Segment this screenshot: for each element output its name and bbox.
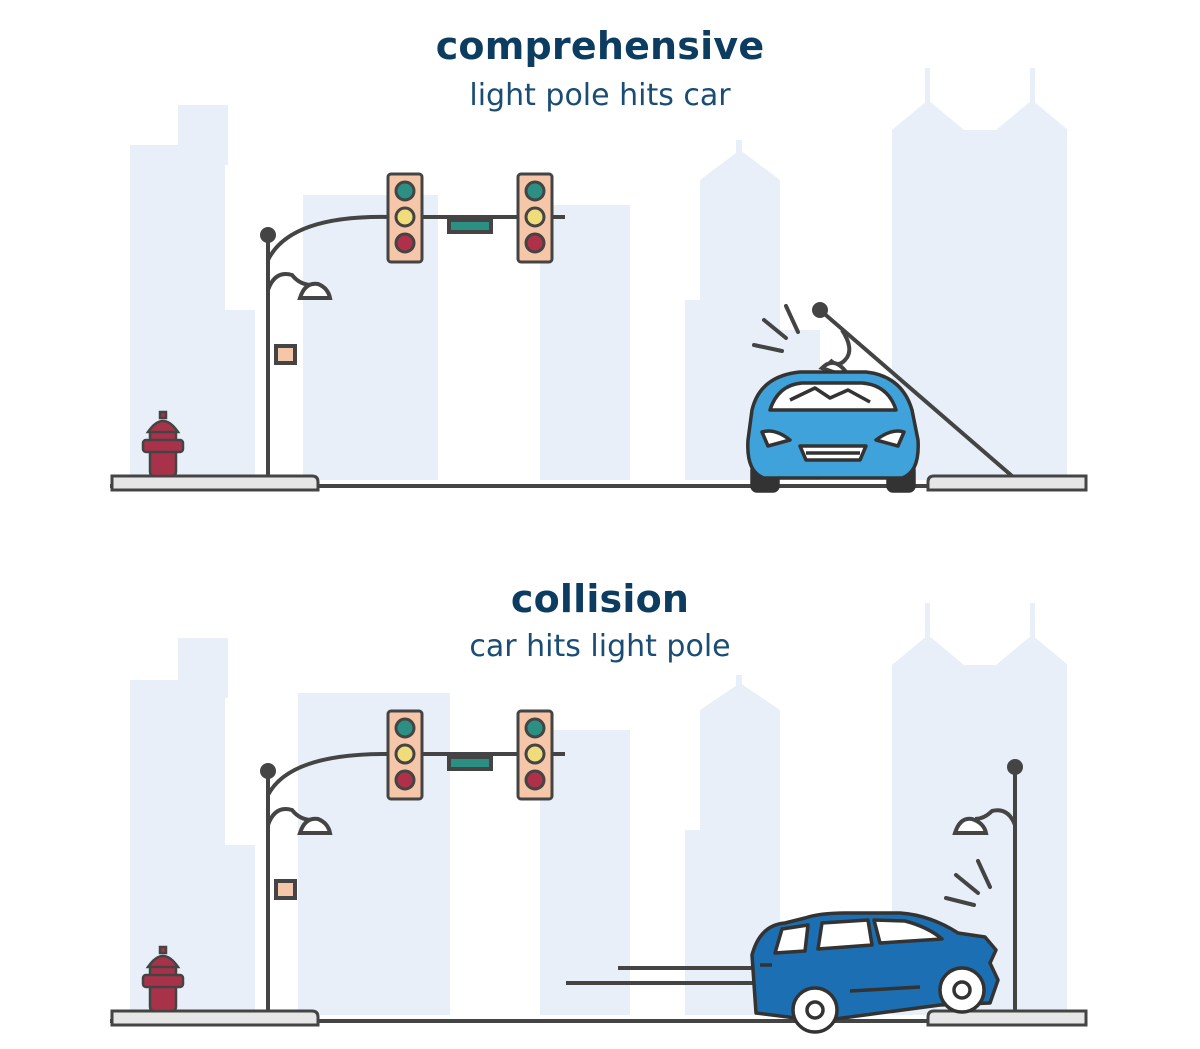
fire-hydrant-icon <box>141 410 185 478</box>
scenario-title: collision <box>510 577 690 621</box>
scenario-comprehensive: comprehensive light pole hits car <box>110 24 1088 493</box>
scenario-subtitle: car hits light pole <box>469 629 731 664</box>
traffic-light-right-icon <box>516 172 554 264</box>
traffic-light-left-icon <box>386 172 424 264</box>
scenario-title: comprehensive <box>435 24 765 68</box>
traffic-light-right-icon <box>516 709 554 801</box>
scenario-collision: collision car hits light pole <box>0 525 1200 1049</box>
impact-lines-icon <box>944 859 992 907</box>
motion-lines-icon <box>566 966 760 985</box>
car-front-view-icon <box>746 370 920 493</box>
traffic-signal-pole <box>260 214 565 476</box>
car-side-view-icon <box>750 911 1000 1034</box>
sidewalk-right <box>926 474 1088 492</box>
collision-scene-illustration <box>110 603 1088 1034</box>
street-light-pole <box>952 759 1023 1011</box>
traffic-light-left-icon <box>386 709 424 801</box>
traffic-signal-pole <box>260 751 565 1011</box>
impact-lines-icon <box>752 304 800 353</box>
fire-hydrant-icon <box>141 945 185 1013</box>
scenario-subtitle: light pole hits car <box>469 78 731 113</box>
sidewalk-left <box>110 1009 320 1027</box>
sidewalk-left <box>110 474 320 492</box>
comprehensive-scene-illustration <box>110 68 1088 493</box>
city-skyline <box>130 68 1068 480</box>
sidewalk-right <box>926 1009 1088 1027</box>
